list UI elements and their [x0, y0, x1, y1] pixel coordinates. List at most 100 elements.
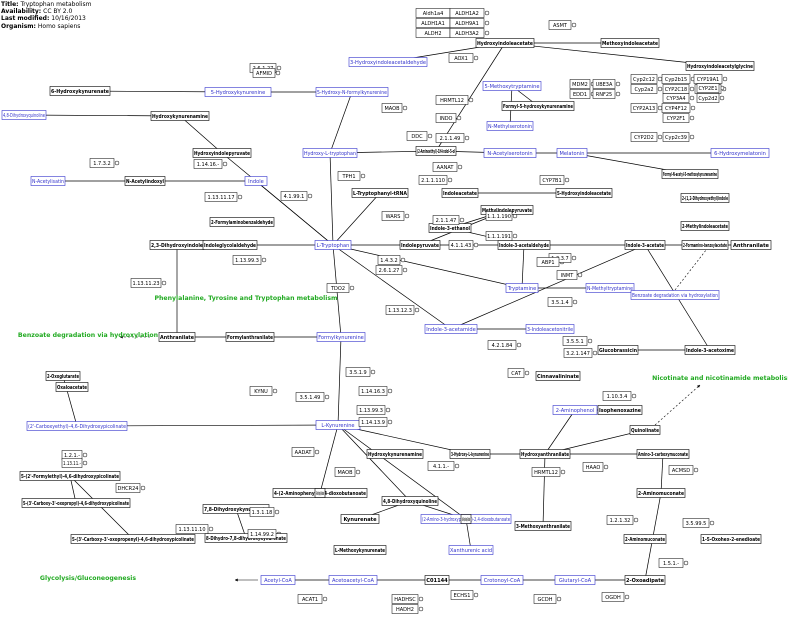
enzyme-mdm2-24[interactable]: MDM2 — [569, 79, 591, 89]
enzyme-1-14-16-16[interactable]: 1.14.16.- — [193, 159, 223, 169]
metabolite-5-methoxytryptamine-11[interactable]: 5-Methoxytryptamine — [482, 81, 542, 91]
enzyme-3-2-1-147-58[interactable]: 3.2.1.147 — [563, 348, 593, 358]
enzyme-cyp2e1-41[interactable]: CYP2E1 — [696, 83, 720, 93]
enzyme-afmid-9[interactable]: AFMID — [252, 68, 276, 78]
enzyme-aldh1a1-2[interactable]: ALDH1A1 — [415, 18, 451, 28]
enzyme-aldh1a2-1[interactable]: ALDH1A2 — [449, 8, 485, 18]
metabolite-xanthurenic-acid-71[interactable]: Xanthurenic acid — [448, 545, 494, 555]
enzyme-4-1-99-1-19[interactable]: 4.1.99.1 — [280, 191, 308, 201]
enzyme-1-1-1-190-43[interactable]: 1.1.1.190 — [485, 211, 513, 221]
metabolite-5-hydroxykynurenine-5[interactable]: 5-Hydroxykynurenine — [204, 87, 272, 97]
enzyme-cyp3a4-34[interactable]: CYP3A4 — [662, 93, 690, 103]
metabolite-n-acetylserotonin-15[interactable]: N-Acetylserotonin — [483, 148, 537, 158]
enzyme-1-14-13-9-64[interactable]: 1.14.13.9 — [358, 417, 388, 427]
enzyme-rnf25-27[interactable]: RNF25 — [592, 89, 616, 99]
enzyme-cyp2c18-33[interactable]: CYP2C18 — [662, 84, 690, 94]
enzyme-acat1-80[interactable]: ACAT1 — [297, 594, 323, 604]
metabolite-formylkynurenine-46[interactable]: Formylkynurenine — [316, 332, 366, 342]
enzyme-cat-65[interactable]: CAT — [507, 368, 525, 378]
enzyme-1-7-3-2-15[interactable]: 1.7.3.2 — [89, 158, 115, 168]
enzyme-1-13-11-23-49[interactable]: 1.13.11.23 — [130, 278, 162, 288]
enzyme-cyp7b1-22[interactable]: CYP7B1 — [539, 175, 565, 185]
enzyme-maob-11[interactable]: MAOB — [381, 103, 403, 113]
enzyme-acmsd-72[interactable]: ACMSD — [668, 465, 694, 475]
enzyme-cyp19a1-30[interactable]: CYP19A1 — [693, 74, 723, 84]
enzyme-aldh3a2-5[interactable]: ALDH3A2 — [449, 28, 485, 38]
metabolite-acetoacetyl-coa-75[interactable]: Acetoacetyl-CoA — [328, 575, 378, 585]
pathway-link-3[interactable]: Glycolysis/Gluconeogenesis — [40, 575, 136, 582]
enzyme-hrmtl12-71[interactable]: HRMTL12 — [531, 467, 561, 477]
metabolite-2-carboxyethyl-4-6-dihydroxypicolinate-50[interactable]: (2'-Carboxyethyl)-4,6-Dihydroxypicolinat… — [26, 421, 128, 431]
metabolite-3-indoleacetonitrile-41[interactable]: 3-Indoleacetonitrile — [525, 324, 575, 334]
enzyme-cyp2c12-28[interactable]: Cyp2c12 — [630, 74, 658, 84]
enzyme-1-13-11-17-17[interactable]: 1.13.11.17 — [204, 192, 238, 202]
metabolite-2-aminophenol-52[interactable]: 2-Aminophenol — [552, 405, 598, 415]
enzyme-asmt-6[interactable]: ASMT — [548, 20, 572, 30]
enzyme-ube3a-26[interactable]: UBE3A — [592, 79, 616, 89]
metabolite-glutaryl-coa-78[interactable]: Glutaryl-CoA — [554, 575, 596, 585]
enzyme-abp1-47[interactable]: ABP1 — [536, 257, 560, 267]
metabolite-indole-21[interactable]: Indole — [244, 176, 268, 186]
enzyme-wars-20[interactable]: WARS — [381, 211, 405, 221]
enzyme-4-1-1-69[interactable]: 4.1.1.- — [427, 461, 455, 471]
enzyme-3-5-99-5-78[interactable]: 3.5.99.5 — [682, 518, 710, 528]
enzyme-hadh2-82[interactable]: HADH2 — [391, 604, 419, 614]
metabolite-n-methyltryptamine-38[interactable]: N-Methyltryptamine — [585, 283, 635, 293]
enzyme-1-2-1-32-77[interactable]: 1.2.1.32 — [606, 515, 634, 525]
enzyme-1-13-99-3-63[interactable]: 1.13.99.3 — [356, 405, 386, 415]
enzyme-1-14-99-2-76[interactable]: 1.14.99.2 — [247, 529, 277, 539]
enzyme-inmt-48[interactable]: INMT — [556, 270, 578, 280]
enzyme-1-13-12-3-54[interactable]: 1.13.12.3 — [385, 305, 415, 315]
metabolite-4-8-dihydroxyquinoline-7[interactable]: 4,8-Dihydroxyquinoline — [1, 110, 47, 120]
enzyme-3-5-1-9-60[interactable]: 3.5.1.9 — [345, 367, 371, 377]
enzyme-2-1-1-47-42[interactable]: 2.1.1.47 — [432, 215, 460, 225]
enzyme-1-1-1-191-44[interactable]: 1.1.1.191 — [485, 231, 513, 241]
enzyme-cyp4f12-36[interactable]: CYP4F12 — [661, 103, 691, 113]
metabolite-hydroxy-l-tryptophan-10[interactable]: Hydroxy-L-tryptophan — [302, 148, 358, 158]
enzyme-cyp2a2-31[interactable]: Cyp2a2 — [630, 84, 658, 94]
enzyme-aadat-67[interactable]: AADAT — [291, 447, 315, 457]
pathway-link-1[interactable]: Benzoate degradation via hydroxylation — [18, 332, 158, 339]
enzyme-maob-68[interactable]: MAOB — [334, 467, 356, 477]
enzyme-edd1-25[interactable]: EDD1 — [569, 89, 591, 99]
metabolite-tryptamine-37[interactable]: Tryptamine — [505, 283, 539, 293]
enzyme-aox1-7[interactable]: AOX1 — [448, 53, 474, 63]
enzyme-hadhsc-81[interactable]: HADHSC — [391, 594, 419, 604]
metabolite-6-hydroxymelatonin-17[interactable]: 6-Hydroxymelatonin — [710, 148, 770, 158]
enzyme-2-6-1-27-52[interactable]: 2.6.1.27 — [375, 265, 403, 275]
enzyme-1-13-99-3-50[interactable]: 1.13.99.3 — [232, 255, 262, 265]
enzyme-1-10-3-4-66[interactable]: 1.10.3.4 — [602, 391, 632, 401]
enzyme-4-1-1-43-45[interactable]: 4.1.1.43 — [448, 240, 474, 250]
enzyme-1-13-11-10-74[interactable]: 1.13.11.10 — [175, 524, 209, 534]
enzyme-cyp2c39-39[interactable]: Cyp2c39 — [662, 132, 690, 142]
metabolite-l-tryptophan-30[interactable]: L-Tryptophan — [314, 240, 352, 250]
enzyme-cyp2d2-40[interactable]: Cyp2d2 — [696, 93, 720, 103]
enzyme-gcdh-84[interactable]: GCDH — [533, 594, 557, 604]
enzyme-3-5-5-1-57[interactable]: 3.5.5.1 — [562, 336, 588, 346]
enzyme-tdo2-53[interactable]: TDO2 — [326, 283, 350, 293]
metabolite-acetyl-coa-74[interactable]: Acetyl-CoA — [260, 575, 296, 585]
enzyme-2-1-1-110-21[interactable]: 2.1.1.110 — [418, 175, 448, 185]
enzyme-3-5-1-4-55[interactable]: 3.5.1.4 — [547, 297, 573, 307]
metabolite-3-hydroxyindoleacetaldehyde-0[interactable]: 3-Hydroxyindoleacetaldehyde — [348, 57, 428, 67]
pathway-link-0[interactable]: Phenylalanine, Tyrosine and Tryptophan m… — [154, 295, 337, 302]
enzyme-1-5-1-79[interactable]: 1.5.1.- — [658, 558, 684, 568]
enzyme-cyp2b15-29[interactable]: Cyp2b15 — [661, 74, 691, 84]
enzyme-cyp2a13-35[interactable]: CYP2A13 — [630, 103, 658, 113]
enzyme-aldh9a1-3[interactable]: ALDH9A1 — [449, 18, 485, 28]
pathway-link-2[interactable]: Nicotinate and nicotinamide metabolism — [652, 375, 788, 382]
enzyme-tph1-18[interactable]: TPH1 — [337, 171, 361, 181]
metabolite-benzoate-degradation-via-hydroxylation-39[interactable]: Benzoate degradation via hydroxylation — [630, 290, 720, 300]
enzyme-aldh2-4[interactable]: ALDH2 — [415, 28, 451, 38]
enzyme-1-2-1-86[interactable]: 1.2.1.- — [61, 450, 83, 460]
metabolite-n-methylserotonin-13[interactable]: N-Methylserotonin — [486, 121, 534, 131]
metabolite-n-acetylisatin-19[interactable]: N-Acetylisatin — [30, 176, 66, 186]
enzyme-aanat-23[interactable]: AANAT — [432, 162, 458, 172]
enzyme-1-13-11-87[interactable]: 1.13.11.- — [61, 458, 83, 468]
enzyme-dhcr24-73[interactable]: DHCR24 — [115, 483, 141, 493]
enzyme-kynu-59[interactable]: KYNU — [249, 386, 273, 396]
enzyme-cyp2d2-38[interactable]: CYP2D2 — [630, 132, 658, 142]
metabolite-crotonoyl-coa-77[interactable]: Crotonoyl-CoA — [480, 575, 524, 585]
enzyme-indo-12[interactable]: INDO — [435, 113, 457, 123]
enzyme-hrmtl12-10[interactable]: HRMTL12 — [435, 95, 469, 105]
